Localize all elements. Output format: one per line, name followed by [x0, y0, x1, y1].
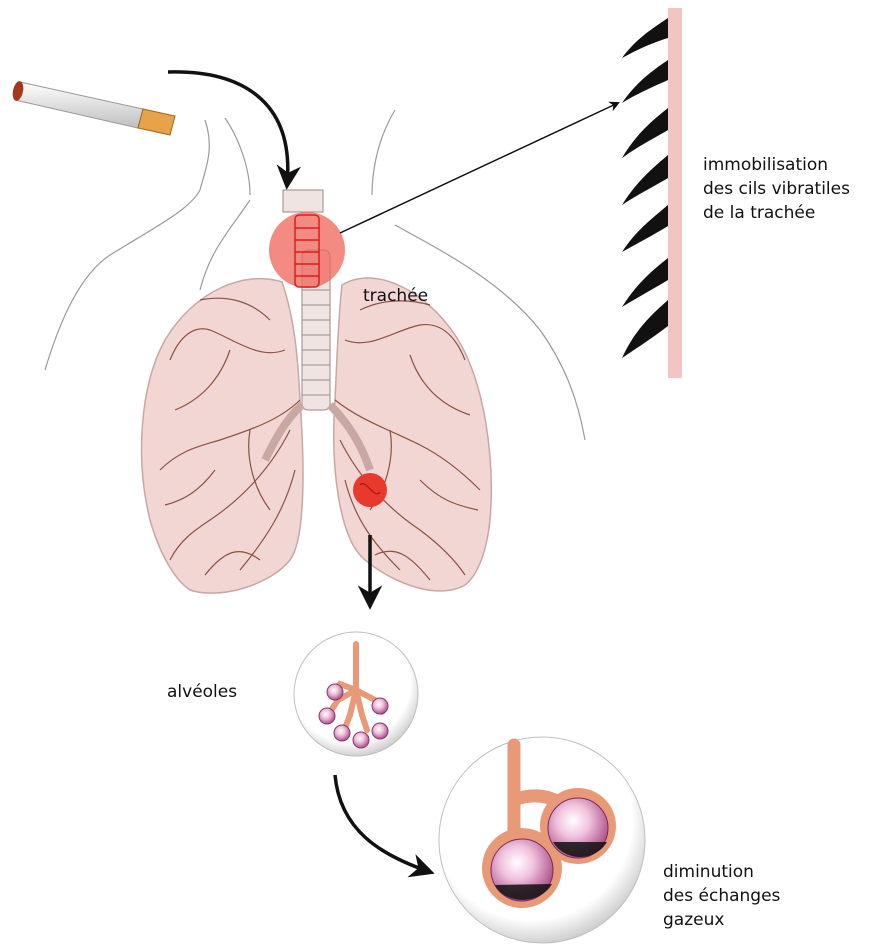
- label-trachea: trachée: [363, 284, 428, 308]
- label-exchange: diminution des échanges gazeux: [663, 860, 780, 932]
- arrow-smoke-in: [168, 72, 288, 185]
- lung-highlight: [353, 473, 387, 507]
- label-cilia: immobilisation des cils vibratiles de la…: [703, 153, 850, 225]
- cilia-detail: [622, 8, 682, 378]
- label-alveoli: alvéoles: [167, 680, 237, 704]
- arrow-alveoli-to-exchange: [335, 775, 430, 872]
- label-cilia-line-1: immobilisation: [703, 153, 850, 177]
- alveoli-small: [294, 632, 418, 756]
- label-exchange-line-2: des échanges: [663, 884, 780, 908]
- trachea-highlight: [269, 212, 345, 288]
- label-cilia-line-2: des cils vibratiles: [703, 177, 850, 201]
- label-cilia-line-3: de la trachée: [703, 201, 850, 225]
- label-exchange-line-1: diminution: [663, 860, 780, 884]
- cigarette-icon: [11, 80, 175, 135]
- alveoli-large: [439, 737, 645, 943]
- label-exchange-line-3: gazeux: [663, 908, 780, 932]
- arrow-trachea-to-cilia: [340, 103, 618, 233]
